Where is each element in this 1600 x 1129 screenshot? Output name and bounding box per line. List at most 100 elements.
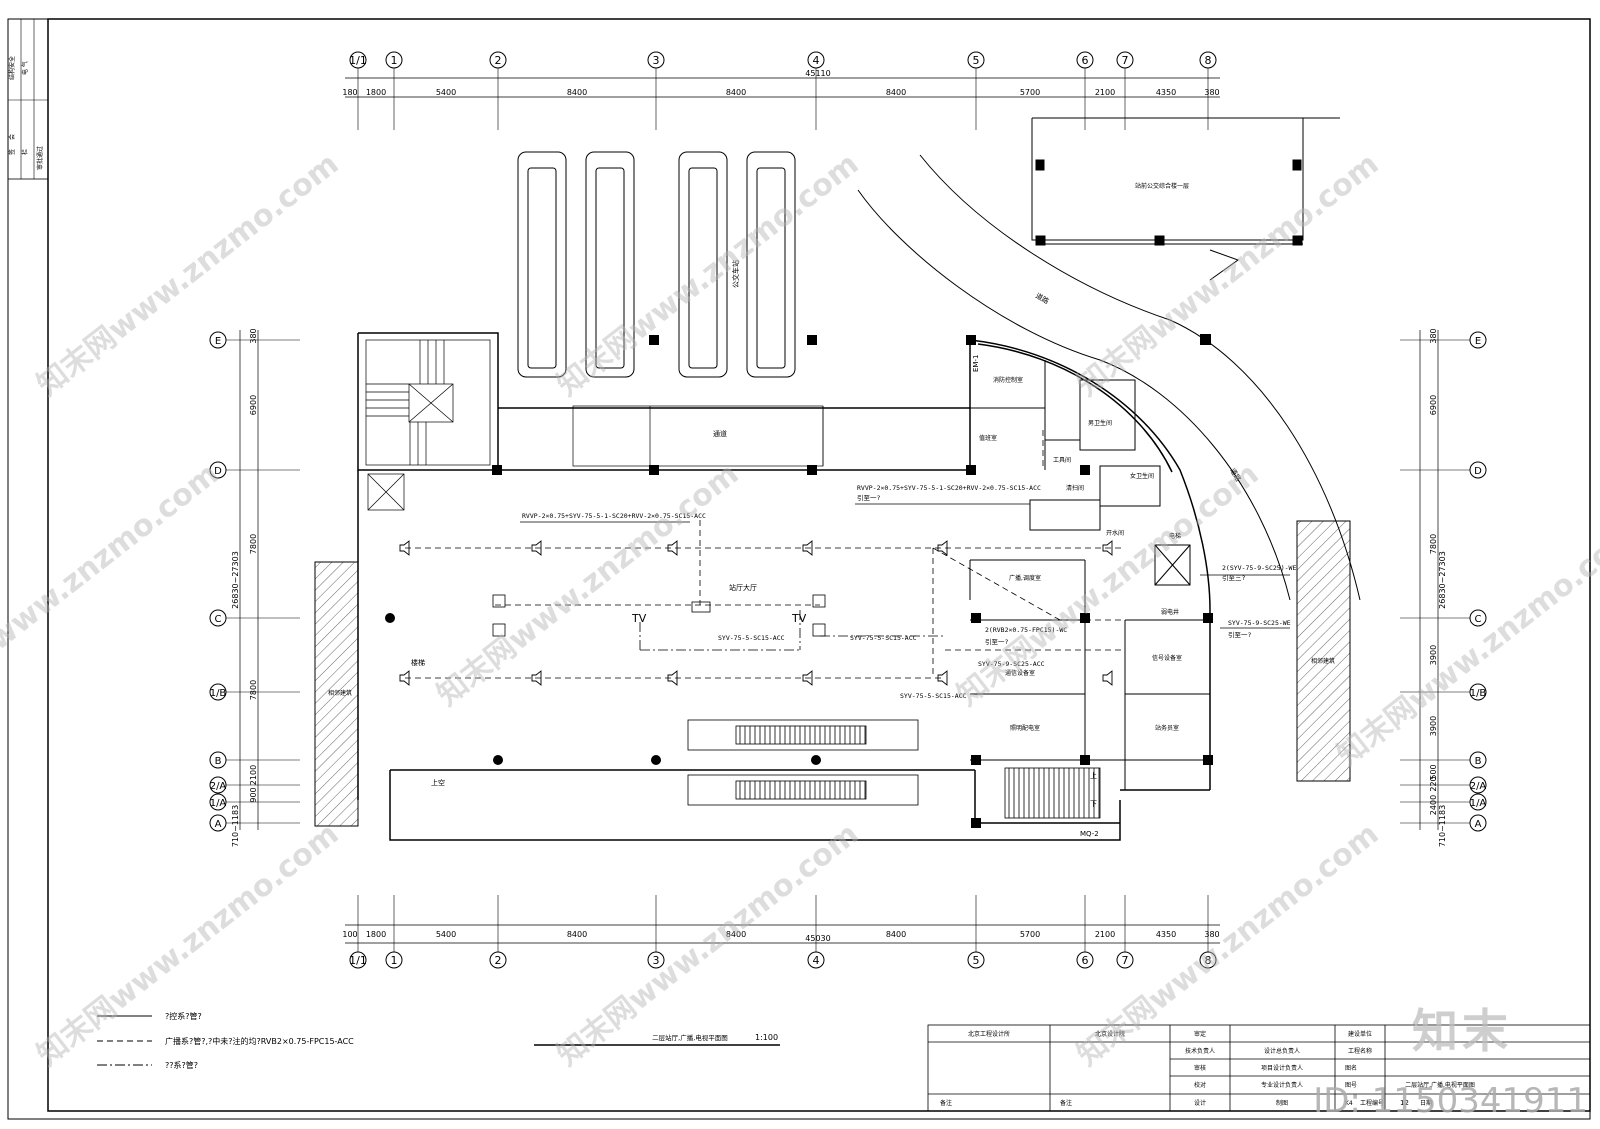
speaker-icon <box>802 540 813 556</box>
label-female-wc: 女卫生间 <box>1130 472 1154 480</box>
label-building-right: 相邻建筑 <box>1311 657 1335 665</box>
tb-c5: 技术负责人 <box>1185 1047 1215 1055</box>
tb-c15: 制图 <box>1276 1099 1288 1107</box>
escalators <box>687 719 1101 819</box>
cable-label-1-note: 引至一? <box>857 493 881 502</box>
label-up: 上 <box>1090 771 1097 780</box>
stamp-line4: 签 <box>8 149 16 155</box>
dimension-text: 900 <box>249 787 258 802</box>
speaker-icon <box>1102 540 1113 556</box>
right-offset-dim: 710~1183 <box>1438 805 1447 847</box>
bottom-total-dim: 45030 <box>805 934 830 943</box>
tb-c12: 图名 <box>1345 1064 1357 1072</box>
legend-dashed: 广播系?管?,?中未?注的均?RVB2×0.75-FPC15-ACC <box>165 1036 354 1046</box>
square-column <box>971 613 981 623</box>
speaker-icon <box>937 670 948 686</box>
door-tag-mq: MQ-2 <box>1080 830 1099 838</box>
cable-label-8: 2(SYV-75-9-SC25)-WE <box>1222 564 1296 572</box>
grid-label-col: 6 <box>1082 54 1089 67</box>
grid-label-row: 2/A <box>210 781 227 792</box>
top-total-dim: 45110 <box>805 69 830 78</box>
stamp-line1: 结构安全 <box>8 56 16 80</box>
grid-label-col: 3 <box>653 54 660 67</box>
speaker-icon <box>1102 670 1113 686</box>
dimension-text: 5700 <box>1020 930 1040 939</box>
grid-label-row: A <box>1475 819 1482 830</box>
label-road-1: 道路 <box>1034 291 1051 306</box>
cable-lines-solid <box>520 503 1290 629</box>
dimension-text: 180 <box>342 88 357 97</box>
dimension-text: 4350 <box>1156 930 1176 939</box>
adjacent-building-left <box>314 561 359 827</box>
label-down: 下 <box>1090 800 1097 808</box>
grid-label-col: 4 <box>813 954 820 967</box>
id-tag: ID: 1150341911 <box>1313 1081 1588 1121</box>
sheet-border <box>7 18 1591 1120</box>
label-signal: 信号设备室 <box>1152 654 1182 662</box>
grid-label-row: E <box>215 336 221 347</box>
label-void: 上空 <box>431 778 445 787</box>
label-power: 照明配电室 <box>1010 724 1040 732</box>
grid-label-row: D <box>214 466 222 477</box>
tb-c10: 校对 <box>1194 1081 1206 1089</box>
cable-label-2: RVVP-2×0.75+SYV-75-5-1-SC20+RVV-2×0.75-S… <box>522 512 706 520</box>
tv-outlets <box>492 594 826 637</box>
cable-label-3: SYV-75-5-SC15-ACC <box>718 634 785 642</box>
cable-label-9: SYV-75-9-SC25-WE <box>1228 619 1291 627</box>
square-column <box>966 465 976 475</box>
drawing-frame <box>47 18 1591 1112</box>
label-corridor: 通道 <box>713 429 727 438</box>
stamp-line5: 栏 <box>21 149 29 155</box>
dimension-text: 220 <box>1429 776 1438 791</box>
speaker-icon <box>667 540 678 556</box>
grid-label-row: 2/A <box>1470 781 1487 792</box>
station-outline <box>357 332 1211 841</box>
stamp-line2: 电 气 <box>21 61 29 75</box>
square-column <box>1203 613 1213 623</box>
grid-label-row: D <box>1474 466 1482 477</box>
speaker-icon <box>667 670 678 686</box>
label-cleaning: 清扫间 <box>1066 484 1084 492</box>
dimension-text: 100 <box>342 930 357 939</box>
square-column <box>807 335 817 345</box>
dimension-text: 8400 <box>726 88 746 97</box>
right-dimensions: 26830~27303 710~1183 3806900780039003900… <box>1419 328 1447 847</box>
cable-label-5: SYV-75-9-SC25-ACC <box>978 660 1045 668</box>
cable-label-6: SYV-75-5-SC15-ACC <box>900 692 967 700</box>
grid-label-col: 3 <box>653 954 660 967</box>
grid-label-row: 1/A <box>210 798 227 809</box>
tb-c21: K4 <box>1345 1100 1353 1107</box>
grid-label-col: 2 <box>495 954 502 967</box>
grid-label-col: 7 <box>1122 954 1129 967</box>
dimension-text: 4350 <box>1156 88 1176 97</box>
label-station-hall: 站厅大厅 <box>729 583 757 592</box>
legend: ?控系?管? 广播系?管?,?中未?注的均?RVB2×0.75-FPC15-AC… <box>97 1011 354 1070</box>
dimension-text: 2100 <box>1095 930 1115 939</box>
door-tag-em: EM-1 <box>972 355 980 372</box>
grid-label-row: A <box>215 819 222 830</box>
dimension-text: 380 <box>1204 930 1219 939</box>
cable-label-1: RVVP-2×0.75+SYV-75-5-1-SC20+RVV-2×0.75-S… <box>857 484 1041 492</box>
grid-label-row: 1/B <box>210 688 227 699</box>
tb-c1: 北京工程设计所 <box>968 1030 1010 1038</box>
grid-label-col: 5 <box>973 954 980 967</box>
square-column <box>807 465 817 475</box>
tb-c9: 项目设计负责人 <box>1261 1064 1303 1072</box>
tb-c2: 北京设计院 <box>1095 1030 1125 1038</box>
label-room-tag1: 弱电井 <box>1161 608 1179 616</box>
dimension-text: 8400 <box>886 930 906 939</box>
label-stair-hall: 楼梯 <box>411 658 425 667</box>
dimension-text: 2100 <box>249 765 258 785</box>
cable-label-9-note: 引至一? <box>1228 630 1252 639</box>
bus-platforms <box>517 151 796 378</box>
grid-label-col: 4 <box>813 54 820 67</box>
label-staff: 站务员室 <box>1155 724 1179 732</box>
tb-c3: 审定 <box>1194 1030 1206 1038</box>
dimension-text: 8400 <box>567 930 587 939</box>
square-column <box>971 818 981 828</box>
dimension-text: 7800 <box>249 680 258 700</box>
dimension-text: 7800 <box>249 534 258 554</box>
dimension-text: 380 <box>249 328 258 343</box>
corridor <box>572 405 824 467</box>
